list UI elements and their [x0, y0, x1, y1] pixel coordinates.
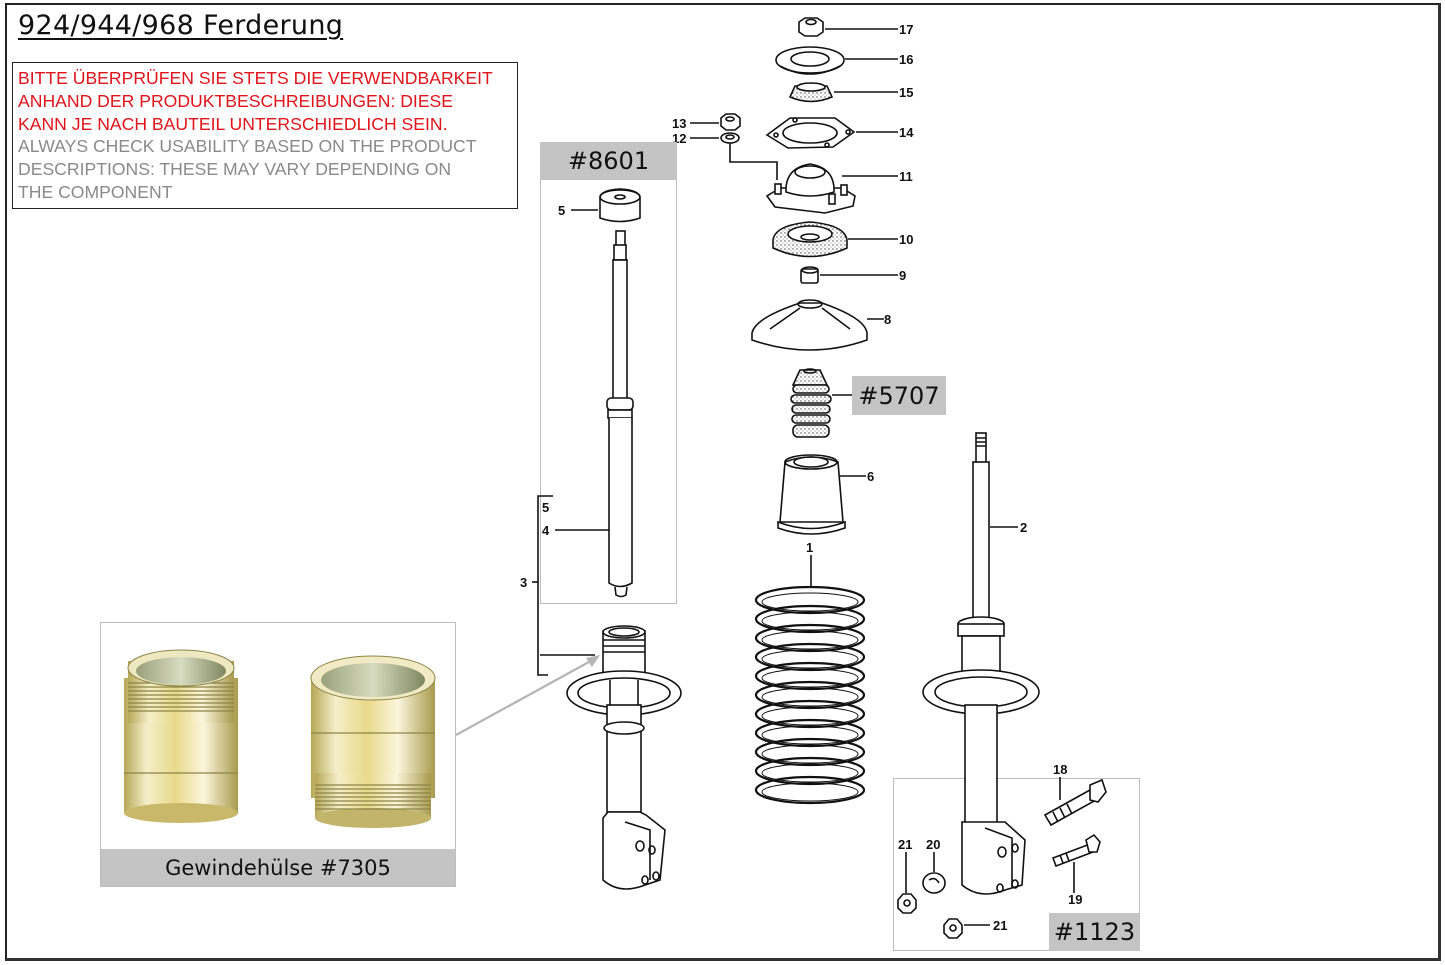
spring-coil-inner [761, 706, 859, 726]
part-15-bearing [788, 82, 898, 103]
spring-coil-inner [761, 668, 859, 688]
part-17-nut [798, 17, 898, 37]
spring-coil [754, 718, 866, 748]
spring-coil-inner [761, 611, 859, 631]
part-number-3: 3 [520, 575, 527, 590]
spring-coil [754, 585, 866, 615]
spring-coil-inner [761, 782, 859, 802]
part-14-gasket [765, 117, 898, 149]
spring-coil [754, 604, 866, 634]
spring-coil [754, 756, 866, 786]
strut-housing-left [566, 625, 682, 890]
part-number-8: 8 [884, 312, 891, 327]
part-number-21-lower: 21 [993, 918, 1007, 933]
sleeve-left [124, 649, 238, 823]
part-8-spring-plate [751, 299, 884, 351]
spring-coil [754, 775, 866, 805]
spring-coil [754, 680, 866, 710]
spring-coil [754, 699, 866, 729]
part-number-5: 5 [558, 203, 565, 218]
spring-coil-inner [761, 687, 859, 707]
part-number-6: 6 [867, 469, 874, 484]
page-frame [5, 3, 1441, 961]
part-6-boot [777, 454, 866, 535]
spring-coil [754, 642, 866, 672]
part-number-18: 18 [1053, 762, 1067, 777]
part-number-11: 11 [899, 169, 913, 184]
photo-pointer-arrow [455, 655, 600, 736]
part-number-15: 15 [899, 85, 913, 100]
sleeve-right [310, 655, 436, 828]
part-12-washer [690, 132, 778, 180]
bump-stop [790, 368, 852, 438]
product-label-8601[interactable]: #8601 [540, 142, 677, 180]
part-19-bolt [1051, 833, 1101, 893]
part-21-nut [897, 852, 917, 914]
notice-german-line: BITTE ÜBERPRÜFEN SIE STETS DIE VERWENDBA… [18, 68, 493, 88]
part-13-nut [690, 113, 741, 131]
usability-notice: BITTE ÜBERPRÜFEN SIE STETS DIE VERWENDBA… [12, 62, 518, 209]
bolt-kit-group [893, 778, 1140, 951]
page-title: 924/944/968 Ferderung [18, 10, 344, 41]
part-9-bushing [800, 266, 898, 284]
notice-german-line: ANHAND DER PRODUKTBESCHREIBUNGEN: DIESE [18, 90, 454, 111]
spring-coil-inner [761, 725, 859, 745]
spring-coil-inner [761, 744, 859, 764]
threaded-sleeve-panel[interactable]: Gewindehülse #7305 [100, 622, 456, 887]
spring-coil-inner [761, 592, 859, 612]
part-number-20: 20 [926, 837, 940, 852]
part-number-4: 4 [542, 523, 550, 538]
notice-english-line: ALWAYS CHECK USABILITY BASED ON THE PROD… [18, 136, 477, 157]
part-number-2: 2 [1020, 520, 1027, 535]
part-number-13: 13 [672, 116, 686, 131]
part-21-nut [943, 918, 990, 939]
part-number-14: 14 [899, 125, 914, 140]
part-number-10: 10 [899, 232, 913, 247]
product-label-1123[interactable]: #1123 [1049, 913, 1140, 951]
notice-english-line: THE COMPONENT [18, 181, 173, 202]
part-18-bolt [1043, 777, 1107, 827]
spring-coil-inner [761, 649, 859, 669]
product-label-5707[interactable]: #5707 [852, 376, 946, 415]
spring-coil-inner [761, 763, 859, 783]
spring-coil [754, 661, 866, 691]
notice-german-line: KANN JE NACH BAUTEIL UNTERSCHIEDLICH SEI… [18, 113, 448, 134]
threaded-sleeve-photo [124, 649, 436, 828]
photo-caption: Gewindehülse #7305 [101, 849, 455, 886]
part-number-19: 19 [1068, 892, 1082, 907]
part-1-coil-spring [754, 555, 866, 805]
part-16-cap [775, 46, 898, 75]
shock-insert-drawing [555, 188, 641, 598]
spring-coil [754, 623, 866, 653]
part-number-21: 21 [898, 837, 912, 852]
part-number-16: 16 [899, 52, 913, 67]
part-number-9: 9 [899, 268, 906, 283]
part-3-bracket [532, 495, 595, 676]
part-2-strut-assembly [922, 432, 1040, 895]
part-11-strut-mount [765, 163, 898, 214]
part-number-17: 17 [899, 22, 913, 37]
spring-coil [754, 737, 866, 767]
part-number-1: 1 [806, 540, 813, 555]
part-20-washer [922, 852, 946, 894]
spring-coil-inner [761, 630, 859, 650]
notice-english-line: DESCRIPTIONS: THESE MAY VARY DEPENDING O… [18, 159, 452, 180]
part-number-5-bracket: 5 [542, 500, 549, 515]
part-10-rubber-mount [772, 221, 898, 258]
